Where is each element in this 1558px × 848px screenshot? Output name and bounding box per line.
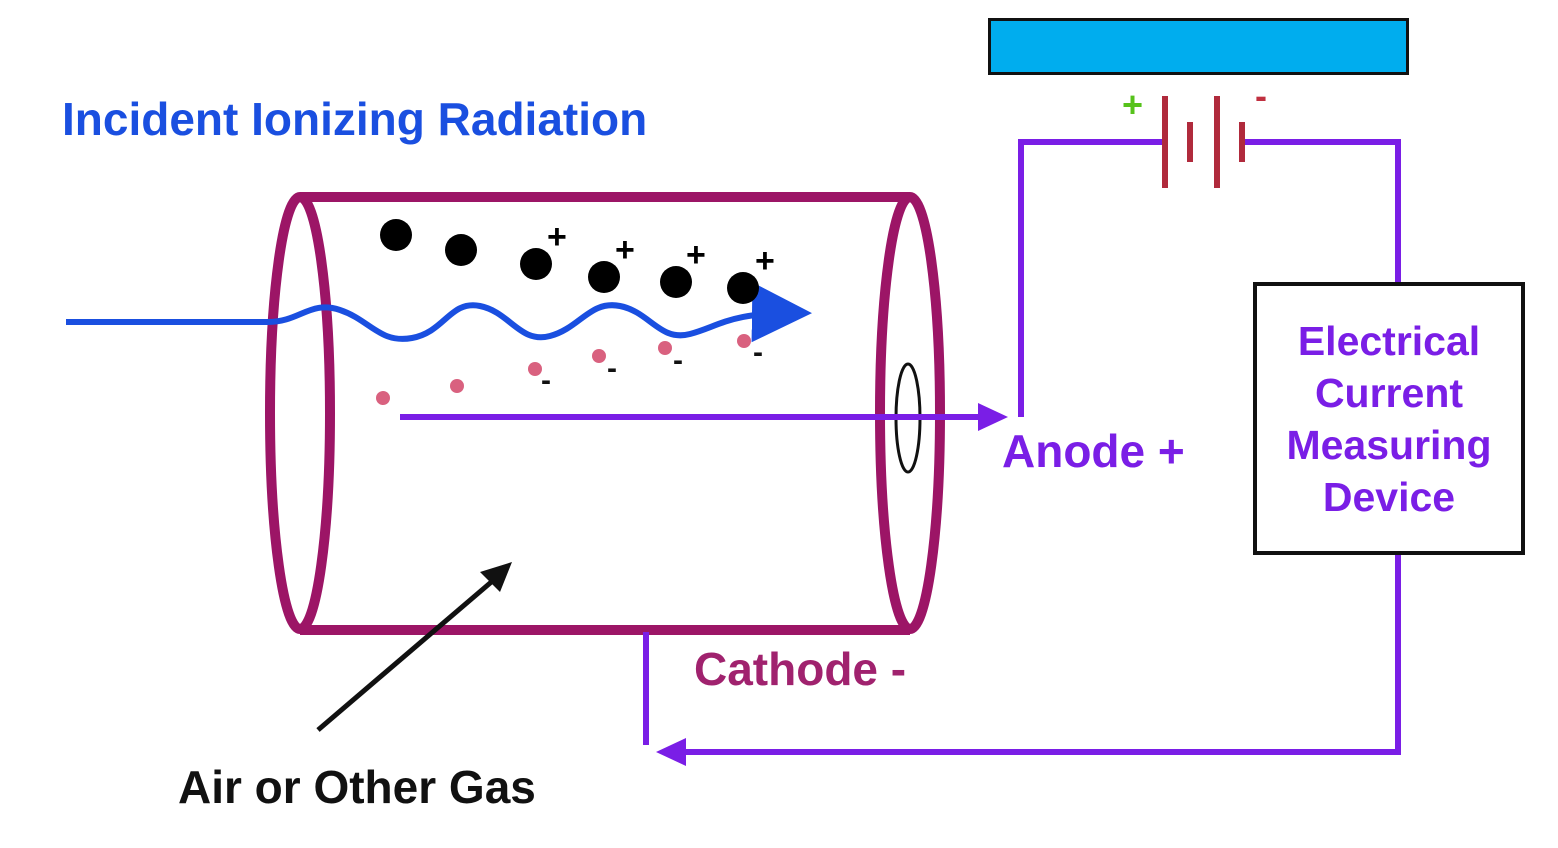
battery-plus-sign: + (1122, 84, 1143, 125)
electron-minus-sign: - (753, 336, 763, 369)
incident-radiation-label: Incident Ionizing Radiation (62, 93, 648, 145)
positive-ions: + + + + (380, 218, 775, 304)
gas-pointer-head (480, 562, 512, 592)
gas-label: Air or Other Gas (178, 761, 536, 813)
wire-meter-to-cathode (680, 555, 1401, 755)
header-bar (988, 18, 1409, 75)
ion-dot (380, 219, 412, 251)
electron-dot (450, 379, 464, 393)
ion-dot (660, 266, 692, 298)
current-meter-box: Electrical Current Measuring Device (1253, 282, 1525, 555)
ion-plus-sign: + (547, 218, 567, 256)
electron-dot (658, 341, 672, 355)
circuit (400, 139, 1401, 766)
electron-dot (376, 391, 390, 405)
gas-pointer-arrow-icon (316, 562, 512, 732)
battery-icon: + - (1122, 75, 1267, 188)
anode-arrowhead (978, 403, 1008, 431)
chamber-left-end (265, 192, 335, 634)
electron-dot (592, 349, 606, 363)
electron-dot (737, 334, 751, 348)
radiation-wave (66, 282, 812, 343)
ion-dot (727, 272, 759, 304)
electrons: - - - - (376, 334, 763, 405)
ion-dot (520, 248, 552, 280)
ion-plus-sign: + (686, 236, 706, 274)
ion-plus-sign: + (615, 231, 635, 269)
electron-minus-sign: - (673, 344, 683, 377)
electron-minus-sign: - (541, 364, 551, 397)
ion-dot (588, 261, 620, 293)
meter-label-line: Electrical (1297, 317, 1481, 364)
ion-plus-sign: + (755, 242, 775, 280)
meter-label-line: Measuring (1286, 421, 1492, 468)
ion-dot (445, 234, 477, 266)
meter-label-line: Device (1322, 473, 1456, 520)
gas-pointer-shaft (316, 576, 498, 732)
cathode-label: Cathode - (694, 643, 907, 695)
return-arrowhead (656, 738, 686, 766)
chamber-right-end (875, 192, 945, 634)
electron-minus-sign: - (607, 352, 617, 385)
wire-anode-to-battery (1018, 139, 1165, 417)
electron-dot (528, 362, 542, 376)
anode-label: Anode + (1002, 425, 1185, 477)
meter-label-line: Current (1314, 369, 1464, 416)
wire-battery-to-meter (1245, 139, 1401, 282)
gas-chamber (265, 192, 945, 635)
battery-minus-sign: - (1255, 75, 1267, 116)
